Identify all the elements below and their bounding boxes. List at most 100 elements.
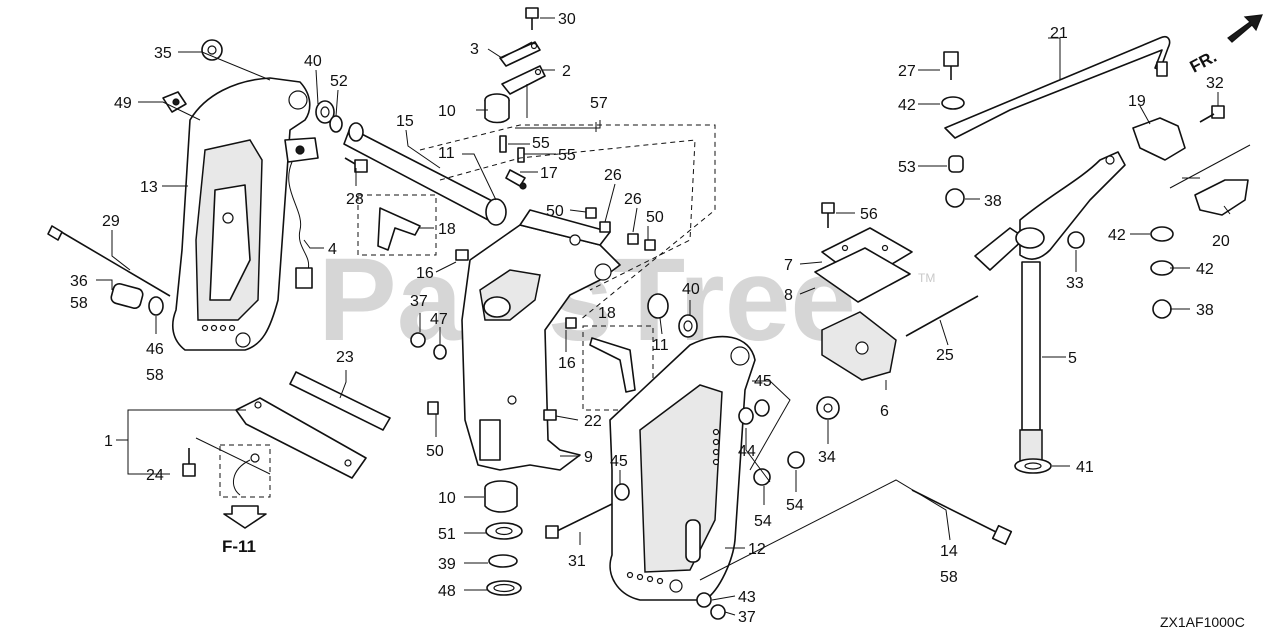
washer-39 bbox=[488, 554, 518, 568]
leader-lines bbox=[96, 17, 1231, 616]
callout: 38 bbox=[984, 193, 1002, 210]
washer-40-mid bbox=[678, 314, 698, 338]
stern-bracket-right bbox=[609, 335, 756, 601]
bolt-30 bbox=[525, 7, 539, 30]
trim-sensor-4 bbox=[284, 137, 319, 289]
callout: 35 bbox=[154, 45, 172, 62]
bushing-10-bottom bbox=[484, 480, 518, 513]
bolt-16b bbox=[565, 317, 577, 329]
callout: 11 bbox=[652, 337, 669, 354]
collar-11 bbox=[647, 293, 669, 319]
pin-55b bbox=[517, 147, 525, 163]
front-direction-arrow bbox=[1227, 14, 1263, 43]
nut-54b bbox=[787, 451, 805, 469]
callout: 1 bbox=[104, 433, 113, 450]
callout: 28 bbox=[346, 191, 364, 208]
washer-45b bbox=[754, 399, 770, 417]
callout: 18 bbox=[598, 305, 616, 322]
callout: 13 bbox=[140, 179, 158, 196]
callout: 47 bbox=[430, 311, 448, 328]
callout: 22 bbox=[584, 413, 602, 430]
callout: 16 bbox=[558, 355, 576, 372]
bracket-20 bbox=[1194, 179, 1249, 216]
bolt-32 bbox=[1199, 105, 1225, 123]
callout: 50 bbox=[426, 443, 444, 460]
callout: 55 bbox=[532, 135, 550, 152]
callout: 50 bbox=[646, 209, 664, 226]
washer-47 bbox=[433, 344, 447, 360]
bolt-50a bbox=[585, 207, 597, 219]
washer-42c bbox=[1150, 260, 1174, 276]
bolt-28 bbox=[344, 157, 368, 173]
callout: 55 bbox=[558, 147, 576, 164]
group-57-inner bbox=[439, 139, 696, 291]
collar-53 bbox=[948, 155, 964, 173]
callout: 58 bbox=[70, 295, 88, 312]
diagram-code: ZX1AF1000C bbox=[1160, 614, 1245, 630]
callout: 25 bbox=[936, 347, 954, 364]
callout: 8 bbox=[784, 287, 793, 304]
callout: 16 bbox=[416, 265, 434, 282]
gasket-8 bbox=[814, 247, 911, 303]
callout: 17 bbox=[540, 165, 558, 182]
callout: 41 bbox=[1076, 459, 1094, 476]
steering-shaft-5 bbox=[974, 151, 1126, 463]
callout: 34 bbox=[818, 449, 836, 466]
callout: 3 bbox=[470, 41, 479, 58]
callout: 26 bbox=[624, 191, 642, 208]
callout: 39 bbox=[438, 556, 456, 573]
washer-52 bbox=[329, 115, 343, 133]
callout: 30 bbox=[558, 11, 576, 28]
callout: 49 bbox=[114, 95, 132, 112]
bolt-14 bbox=[911, 489, 1013, 546]
callout: 12 bbox=[748, 541, 766, 558]
bolt-24 bbox=[182, 448, 196, 477]
bracket-19 bbox=[1132, 117, 1186, 161]
nut-33 bbox=[1067, 231, 1085, 249]
callout: 32 bbox=[1206, 75, 1224, 92]
bracket-20-line bbox=[1169, 144, 1251, 189]
block-6 bbox=[821, 311, 897, 381]
bolt-56 bbox=[821, 202, 835, 228]
callout: 58 bbox=[940, 569, 958, 586]
callout-labels: 30 3 2 10 57 55 55 11 17 26 26 50 50 35 … bbox=[70, 11, 1230, 626]
callout: 27 bbox=[898, 63, 916, 80]
lever-18-mid bbox=[582, 325, 654, 411]
callout: 37 bbox=[410, 293, 428, 310]
nut-34 bbox=[816, 396, 840, 420]
bolt-27 bbox=[943, 51, 959, 80]
callout: 45 bbox=[754, 373, 772, 390]
group-57-outline bbox=[419, 124, 716, 321]
page-reference: F-11 bbox=[222, 537, 256, 556]
nut-37-left bbox=[410, 332, 426, 348]
callout: 45 bbox=[610, 453, 628, 470]
callout: 54 bbox=[786, 497, 804, 514]
callout: 42 bbox=[1108, 227, 1126, 244]
callout: 10 bbox=[438, 103, 456, 120]
callout: 21 bbox=[1050, 25, 1068, 42]
watermark-tm: TM bbox=[918, 271, 935, 285]
seal-51 bbox=[485, 522, 523, 540]
callout: 24 bbox=[146, 467, 164, 484]
callout: 42 bbox=[898, 97, 916, 114]
washer-41 bbox=[1014, 458, 1052, 474]
callout: 5 bbox=[1068, 350, 1077, 367]
washer-46 bbox=[148, 296, 164, 316]
callout: 40 bbox=[682, 281, 700, 298]
callout: 38 bbox=[1196, 302, 1214, 319]
nut-35 bbox=[201, 39, 223, 61]
callout: 48 bbox=[438, 583, 456, 600]
washer-45a bbox=[614, 483, 630, 501]
washer-43 bbox=[696, 592, 712, 608]
pin-55a bbox=[499, 135, 507, 153]
bushing-10-top bbox=[484, 93, 510, 124]
callout: 33 bbox=[1066, 275, 1084, 292]
callout: 46 bbox=[146, 341, 164, 358]
callout: 50 bbox=[546, 203, 564, 220]
callout: 10 bbox=[438, 490, 456, 507]
tilt-shaft-15 bbox=[343, 122, 507, 226]
grease-fitting-49 bbox=[162, 91, 187, 113]
stud-25 bbox=[905, 295, 979, 337]
callout: 7 bbox=[784, 257, 793, 274]
